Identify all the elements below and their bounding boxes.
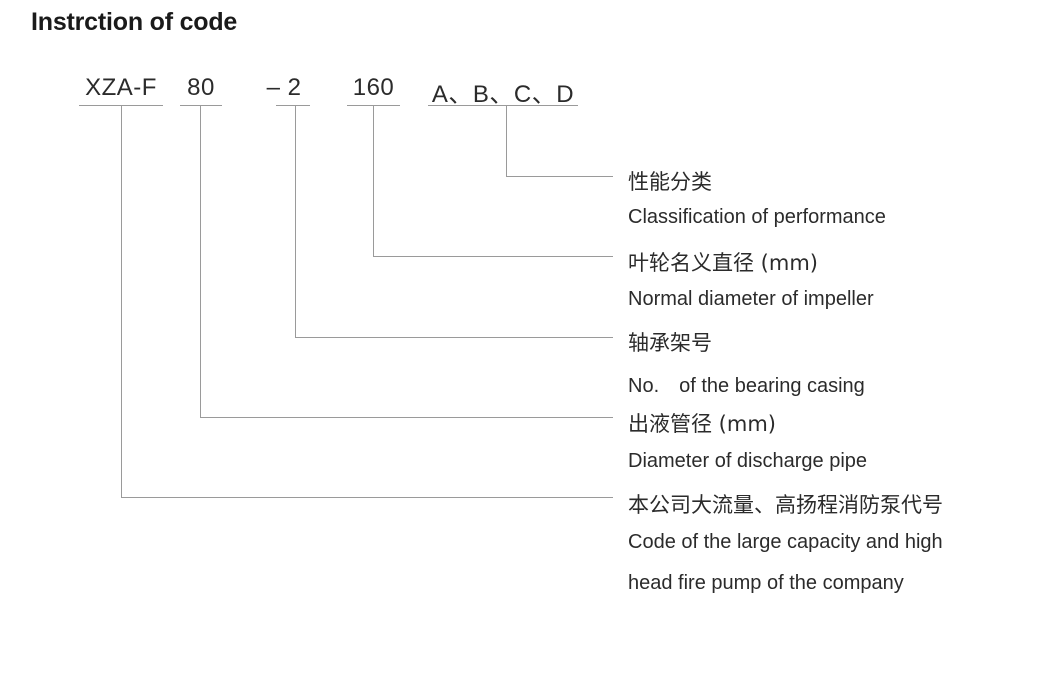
- leader-horizontal-4: [200, 417, 613, 418]
- description-en-2-1: Normal diameter of impeller: [628, 288, 874, 310]
- leader-horizontal-3: [295, 337, 613, 338]
- code-segment-1: XZA-F: [85, 74, 157, 101]
- leader-horizontal-2: [373, 256, 613, 257]
- segment-underline-3: [276, 105, 310, 106]
- leader-vertical-1: [506, 105, 507, 176]
- description-en-1-1: Classification of performance: [628, 206, 886, 228]
- description-en-5-2: head fire pump of the company: [628, 572, 904, 594]
- description-cn-1: 性能分类: [628, 170, 712, 194]
- page-title: Instrction of code: [31, 8, 238, 36]
- leader-vertical-5: [121, 105, 122, 497]
- segment-underline-2: [180, 105, 222, 106]
- leader-horizontal-1: [506, 176, 613, 177]
- leader-vertical-2: [373, 105, 374, 256]
- description-en-5-1: Code of the large capacity and high: [628, 531, 943, 553]
- description-en-4-1: Diameter of discharge pipe: [628, 450, 868, 472]
- leader-vertical-3: [295, 105, 296, 337]
- description-cn-3: 轴承架号: [628, 331, 712, 355]
- leader-horizontal-5: [121, 497, 613, 498]
- description-cn-2: 叶轮名义直径 (mm): [628, 251, 818, 275]
- code-segment-3: – 2: [266, 74, 302, 101]
- segment-underline-5: [428, 105, 578, 106]
- description-cn-5: 本公司大流量、高扬程消防泵代号: [628, 493, 943, 517]
- code-segment-4: 160: [352, 74, 395, 101]
- code-segment-2: 80: [187, 74, 215, 101]
- description-cn-4: 出液管径 (mm): [628, 412, 776, 436]
- description-en-3-1: No. of the bearing casing: [628, 375, 865, 397]
- code-segment-5: A、B、C、D: [431, 81, 575, 108]
- leader-vertical-4: [200, 105, 201, 417]
